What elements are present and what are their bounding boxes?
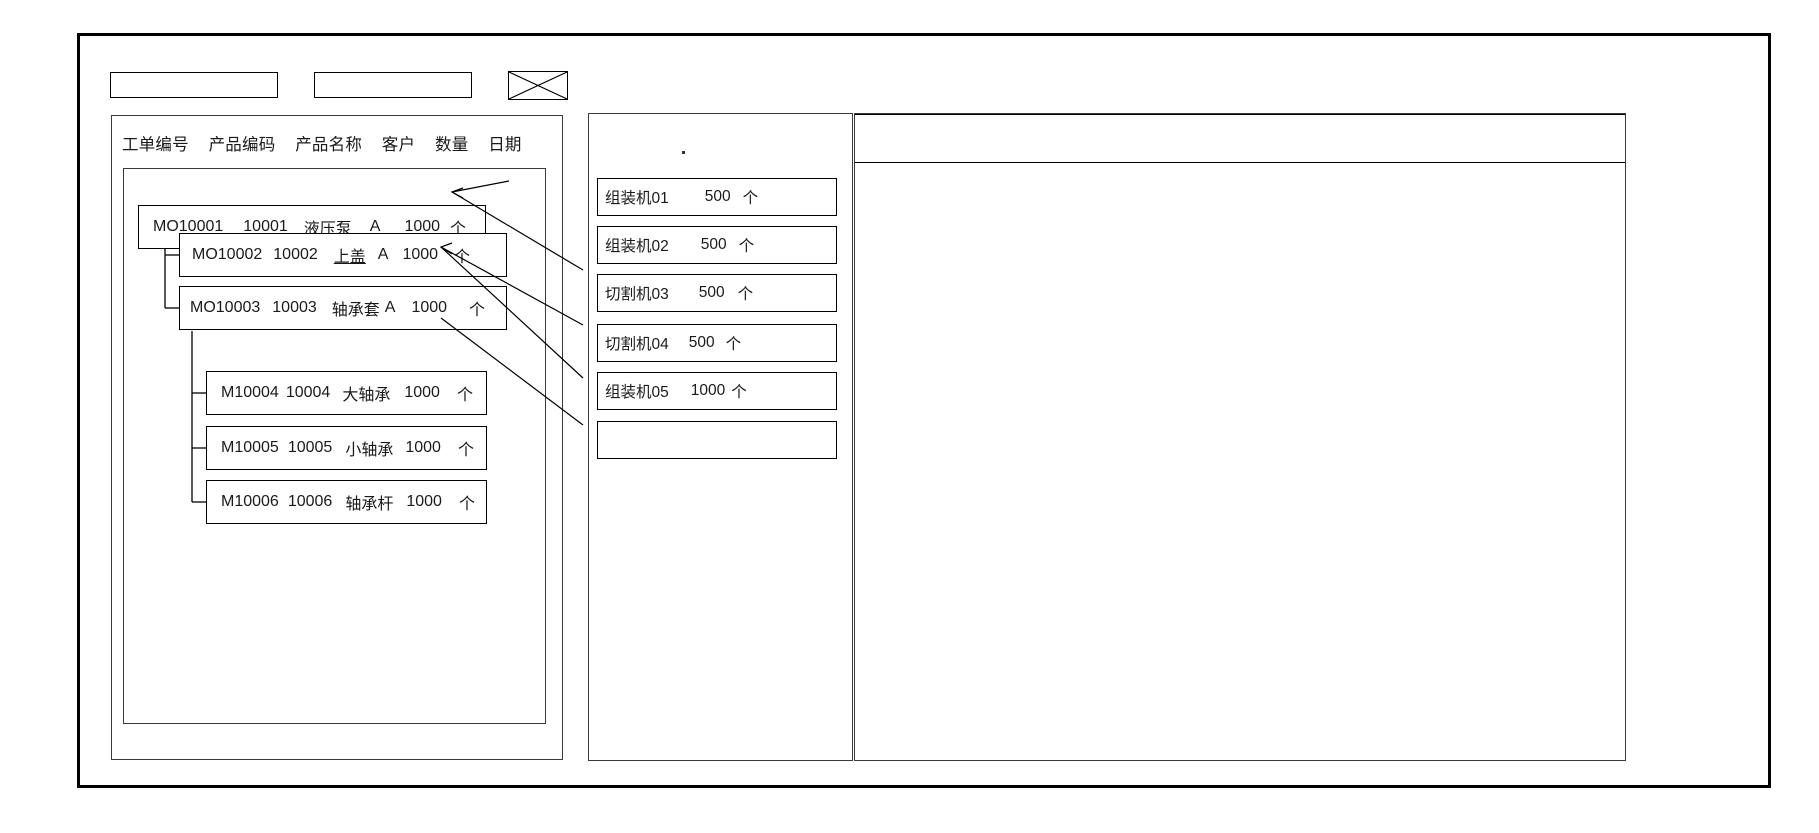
table-row[interactable]: M10005 10005 小轴承 1000 个 [206,426,487,470]
row-product-name: 轴承杆 [345,496,394,513]
detail-panel-top-rule [855,114,1625,115]
table-row[interactable]: M10004 10004 大轴承 1000 个 [206,371,487,415]
row-product-code: 10001 [243,218,288,235]
row-order-no: MO10003 [190,299,261,316]
table-row[interactable]: MO10003 10003 轴承套 A 1000 个 [179,286,507,330]
row-product-code: 10002 [273,246,318,263]
column-header-date: 日期 [488,136,522,154]
panel-marker-dot [682,151,685,154]
machine-schedule-panel: 组装机01 500 个 组装机02 500 个 切割机03 500 个 切割机0… [588,113,853,761]
list-item[interactable] [597,421,837,459]
row-order-no: MO10002 [192,246,263,263]
row-product-name: 小轴承 [345,442,394,459]
row-product-name: 大轴承 [342,387,391,404]
app-window: 工单编号 产品编码 产品名称 客户 数量 日期 MO10001 [77,33,1771,788]
row-quantity: 1000 [404,384,440,401]
column-header-order-no: 工单编号 [122,136,189,154]
machine-unit: 个 [742,190,759,207]
machine-quantity: 500 [704,188,731,205]
column-header-product-code: 产品编码 [208,136,276,154]
row-order-no: MO10001 [153,218,224,235]
cross-icon [509,71,567,99]
column-header-product-name: 产品名称 [295,136,363,154]
machine-quantity: 500 [688,334,715,351]
machine-quantity: 1000 [690,382,726,399]
machine-unit: 个 [725,336,742,353]
row-product-code: 10006 [287,493,333,510]
row-product-code: 10004 [285,384,331,401]
list-item[interactable]: 切割机03 500 个 [597,274,837,312]
row-unit: 个 [457,442,474,459]
image-placeholder-icon [508,70,568,100]
row-quantity: 1000 [411,299,448,316]
row-unit: 个 [456,387,473,404]
row-unit: 个 [469,302,486,319]
machine-name: 切割机03 [605,286,669,303]
machine-unit: 个 [731,384,747,401]
list-item[interactable]: 切割机04 500 个 [597,324,837,362]
list-item[interactable]: 组装机01 500 个 [597,178,837,216]
machine-quantity: 500 [698,284,725,301]
machine-quantity: 500 [700,236,727,253]
toolbar [110,70,568,100]
row-order-no: M10004 [221,384,279,401]
machine-name: 组装机02 [605,238,669,255]
work-order-panel: 工单编号 产品编码 产品名称 客户 数量 日期 MO10001 [111,115,563,760]
row-order-no: M10005 [221,439,279,456]
row-product-name: 轴承套 [331,302,380,319]
machine-unit: 个 [738,238,755,255]
machine-name: 组装机01 [605,190,669,207]
filter-input[interactable] [314,72,472,98]
row-customer: A [369,218,381,235]
row-unit: 个 [458,496,475,513]
row-customer: A [377,246,389,263]
row-quantity: 1000 [405,439,441,456]
column-header-quantity: 数量 [435,136,469,154]
row-unit: 个 [454,249,471,266]
machine-unit: 个 [737,286,754,303]
list-item[interactable]: 组装机05 1000 个 [597,372,837,410]
machine-name: 切割机04 [605,336,669,353]
machine-name: 组装机05 [605,384,669,401]
detail-panel-divider [855,162,1625,163]
row-product-name: 上盖 [333,249,366,266]
row-order-no: M10006 [221,493,279,510]
table-row[interactable]: MO10002 10002 上盖 A 1000 个 [179,233,507,277]
row-quantity: 1000 [404,218,441,235]
row-customer: A [384,299,396,316]
work-order-tree[interactable]: MO10001 10001 液压泵 A 1000 个 MO10002 10002… [123,168,546,724]
row-quantity: 1000 [402,246,439,263]
search-input[interactable] [110,72,278,98]
work-order-column-headers: 工单编号 产品编码 产品名称 客户 数量 日期 [122,131,522,155]
row-product-code: 10005 [287,439,333,456]
table-row[interactable]: M10006 10006 轴承杆 1000 个 [206,480,487,524]
column-header-customer: 客户 [381,136,416,154]
row-quantity: 1000 [406,493,442,510]
row-product-code: 10003 [272,299,317,316]
list-item[interactable]: 组装机02 500 个 [597,226,837,264]
detail-panel[interactable] [854,113,1626,761]
